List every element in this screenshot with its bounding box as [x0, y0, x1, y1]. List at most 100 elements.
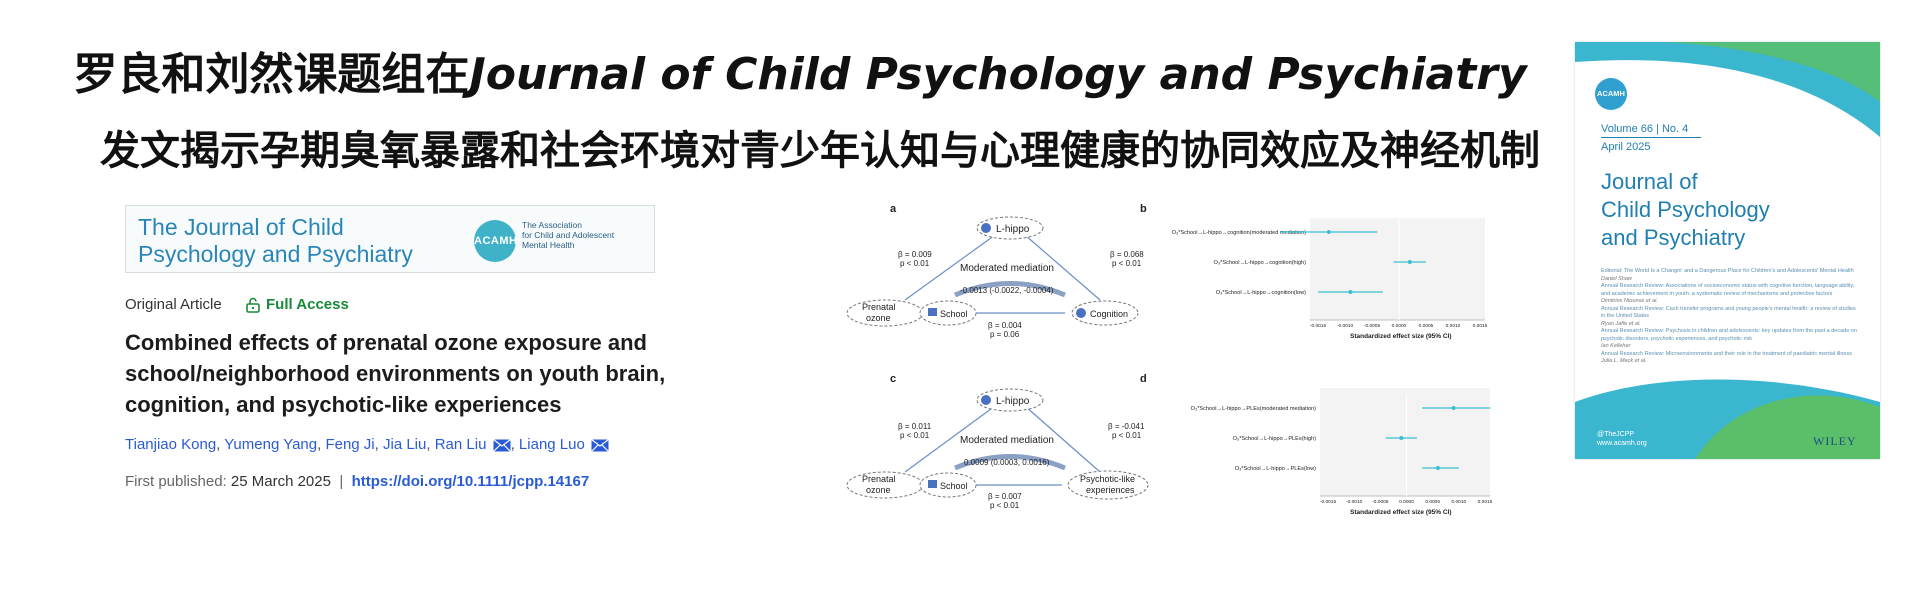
path-p: p = 0.06: [990, 330, 1020, 339]
author-link[interactable]: Jia Liu: [383, 436, 427, 453]
cover-title-line: Journal of: [1601, 169, 1698, 194]
node-label: L-hippo: [996, 396, 1030, 407]
node-label: Psychotic-like: [1080, 474, 1135, 484]
toc-title: Annual Research Review: Associations of …: [1601, 283, 1855, 297]
headline-chinese-part: 罗良和刘然课题组在: [73, 49, 470, 100]
effect-point: [1407, 260, 1412, 264]
headline-line-1: 罗良和刘然课题组在Journal of Child Psychology and…: [0, 38, 1600, 102]
node-label: L-hippo: [996, 224, 1030, 235]
cover-twitter-handle: @TheJCPP: [1597, 431, 1635, 438]
cover-wave-green: [1665, 42, 1880, 102]
moderated-mediation-label: Moderated mediation: [960, 435, 1054, 446]
path-line: [904, 234, 996, 301]
row-label: O₃*School→L-hippo→PLEs(high): [1233, 436, 1317, 442]
headline-journal-name: Journal of Child Psychology and Psychiat…: [469, 49, 1527, 100]
toc-item: Annual Research Review: Cash transfer pr…: [1601, 306, 1861, 329]
tick-label: -0.0015: [1320, 499, 1337, 505]
plot-area: [1310, 218, 1485, 320]
headline-line-2: 发文揭示孕期臭氧暴露和社会环境对青少年认知与心理健康的协同效应及神经机制: [100, 128, 1540, 174]
row-label: O₃*School→L-hippo→cognition(low): [1216, 290, 1306, 296]
tick-label: 0.0010: [1446, 323, 1461, 329]
author-link[interactable]: Liang Luo: [518, 436, 585, 453]
cover-issue-date: April 2025: [1601, 141, 1651, 153]
node-label: ozone: [866, 485, 891, 495]
author-link[interactable]: Tianjiao Kong: [125, 436, 217, 453]
author-link[interactable]: Yumeng Yang: [224, 436, 318, 453]
cover-table-of-contents: Editorial: The World Is a Changin' and a…: [1601, 268, 1861, 366]
node-label: Prenatal: [862, 474, 896, 484]
node-l-hippo: [976, 216, 1044, 240]
panel-d: d O₃*School→L-hippo→PLEs(moderated media…: [1140, 373, 1493, 516]
toc-author: Daniel Shaw: [1601, 275, 1632, 282]
brain-icon: [1076, 308, 1086, 318]
author-link[interactable]: Ran Liu: [434, 436, 487, 453]
banner-journal-line-1: The Journal of Child: [138, 214, 344, 240]
effect-point: [1435, 466, 1440, 470]
cover-social: @TheJCPP www.acamh.org: [1597, 430, 1647, 448]
tick-label: -0.0005: [1372, 499, 1389, 505]
email-icon[interactable]: [492, 438, 511, 452]
toc-author: Julia L. Mack et al.: [1601, 358, 1647, 364]
cover-assoc-line: for Child and Adolescent: [1631, 86, 1702, 93]
toc-title: Annual Research Review: Cash transfer pr…: [1601, 305, 1856, 320]
node-label: Prenatal: [862, 302, 896, 312]
effect-point: [1399, 436, 1404, 440]
cover-volume: Volume 66 | No. 4 April 2025: [1601, 122, 1688, 154]
author-link[interactable]: Feng Ji: [325, 436, 375, 453]
toc-item: Annual Research Review: Microenvironment…: [1601, 351, 1861, 366]
path-coef: β = 0.009: [898, 250, 932, 259]
path-coef: β = -0.041: [1108, 422, 1145, 431]
author-list: Tianjiao Kong, Yumeng Yang, Feng Ji, Jia…: [125, 436, 609, 453]
forest-plot-b: O₃*School→L-hippo→cognition(moderated me…: [1172, 218, 1488, 329]
wiley-logo: WILEY: [1813, 434, 1857, 448]
brain-icon: [981, 223, 991, 233]
toc-item: Annual Research Review: Psychosis in chi…: [1601, 328, 1861, 351]
plot-area: [1320, 388, 1490, 496]
moderated-mediation-value: 0.0009 (0.0003, 0.0016): [964, 458, 1050, 467]
cover-journal-title: Journal of Child Psychology and Psychiat…: [1601, 168, 1770, 252]
toc-author: Ryan Jaffe et al.: [1601, 320, 1641, 327]
banner-assoc-line-1: The Association: [522, 220, 583, 230]
moderated-mediation-value: -0.0013 (-0.0022, -0.0004): [960, 286, 1054, 295]
doi-link[interactable]: https://doi.org/10.1111/jcpp.14167: [351, 473, 590, 490]
banner-assoc-line-3: Mental Health: [522, 240, 575, 250]
x-axis-label: Standardized effect size (95% CI): [1350, 509, 1452, 516]
row-label: O₃*School→L-hippo→PLEs(moderated mediati…: [1191, 406, 1317, 412]
panel-a-label: a: [890, 203, 897, 215]
tick-label: 0.0015: [1473, 323, 1488, 329]
cover-assoc-line: Mental Health: [1631, 94, 1672, 101]
tick-label: -0.0015: [1310, 323, 1327, 329]
node-label: Cognition: [1090, 309, 1128, 319]
moderated-mediation-label: Moderated mediation: [960, 263, 1054, 274]
separator: |: [339, 473, 344, 490]
tick-label: 0.0000: [1399, 499, 1414, 505]
full-access-badge[interactable]: Full Access: [266, 296, 349, 313]
tick-label: -0.0010: [1337, 323, 1354, 329]
journal-banner: The Journal of Child Psychology and Psyc…: [125, 205, 655, 273]
panel-d-label: d: [1140, 373, 1147, 385]
toc-item: Editorial: The World Is a Changin' and a…: [1601, 268, 1861, 283]
banner-association-name: The Association for Child and Adolescent…: [522, 220, 642, 250]
node-label: School: [940, 309, 968, 319]
row-label: O₃*School→L-hippo→PLEs(low): [1235, 466, 1316, 472]
path-p: p < 0.01: [900, 431, 930, 440]
panel-a: a L-hippo Prenatal ozone School Cognitio…: [846, 203, 1144, 339]
tick-label: 0.0000: [1392, 323, 1407, 329]
panel-c: c L-hippo Prenatal ozone School Psychoti…: [846, 373, 1149, 510]
panel-b: b O₃*School→L-hippo→cognition(moderated …: [1140, 203, 1488, 340]
tick-label: -0.0010: [1346, 499, 1363, 505]
path-line: [1024, 234, 1101, 301]
first-published-label: First published:: [125, 473, 227, 490]
moderation-arrow: [954, 454, 1066, 471]
cover-title-line: and Psychiatry: [1601, 225, 1746, 250]
effect-point: [1451, 406, 1456, 410]
toc-title: Annual Research Review: Psychosis in chi…: [1601, 328, 1857, 342]
node-school: [919, 472, 977, 498]
path-line: [1024, 405, 1101, 473]
school-icon: [928, 308, 937, 316]
cover-volume-number: Volume 66 | No. 4: [1601, 123, 1689, 135]
email-icon[interactable]: [591, 438, 609, 452]
publication-info: First published: 25 March 2025 | https:/…: [125, 473, 589, 490]
forest-plot-d: O₃*School→L-hippo→PLEs(moderated mediati…: [1191, 394, 1493, 505]
banner-journal-line-2: Psychology and Psychiatry: [138, 241, 413, 267]
